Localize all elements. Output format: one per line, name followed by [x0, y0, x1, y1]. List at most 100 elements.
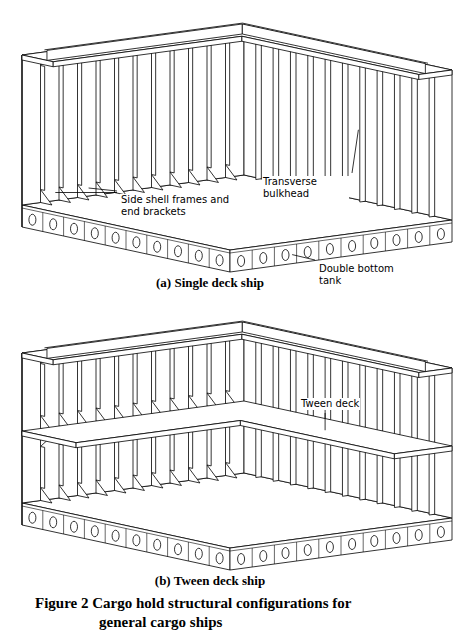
- leader-lines: [55, 130, 358, 431]
- side-frame: [59, 361, 63, 414]
- floor-plate: [296, 244, 297, 263]
- side-frame: [152, 51, 156, 176]
- side-frame: [59, 444, 63, 486]
- lightening-hole: [71, 223, 78, 234]
- floor-plate: [167, 240, 168, 259]
- end-bracket: [170, 470, 181, 485]
- leader-line: [325, 413, 326, 430]
- side-frame: [41, 66, 45, 191]
- bulkhead-stiffener: [308, 40, 314, 191]
- end-bracket: [41, 488, 52, 503]
- hatch-coaming: [242, 322, 425, 372]
- side-frame: [41, 447, 45, 489]
- side-frame: [170, 48, 174, 173]
- bulkhead-stiffener: [325, 44, 331, 195]
- end-bracket: [226, 165, 237, 180]
- lightening-hole: [195, 548, 202, 559]
- floor-plate: [126, 231, 127, 250]
- lightening-hole: [216, 553, 223, 564]
- lightening-hole: [154, 539, 161, 550]
- end-bracket: [152, 473, 163, 488]
- side-frame: [78, 61, 82, 186]
- lightening-hole: [326, 542, 333, 553]
- leader-line: [292, 255, 315, 260]
- lightening-hole: [371, 536, 378, 547]
- leader-line: [89, 188, 117, 191]
- lightening-hole: [71, 521, 78, 532]
- side-frame: [207, 43, 211, 168]
- deck-edge: [76, 421, 240, 448]
- lightening-hole: [238, 554, 245, 565]
- lightening-hole: [216, 255, 223, 266]
- deck-plate: [22, 401, 452, 454]
- end-bracket: [152, 175, 163, 190]
- end-bracket: [115, 478, 126, 493]
- part-label: Side shell frames and end brackets: [120, 194, 232, 218]
- floor-plate: [146, 235, 147, 254]
- side-frame: [189, 344, 193, 397]
- lightening-hole: [112, 530, 119, 541]
- floor-plate: [105, 226, 106, 245]
- side-frame: [78, 359, 82, 412]
- lightening-hole: [50, 219, 57, 230]
- deck-edge: [22, 431, 76, 448]
- side-frame: [41, 364, 45, 417]
- tank-top-plate: [22, 208, 452, 253]
- floor-plate: [63, 217, 64, 236]
- floor-plate: [407, 527, 408, 546]
- leader-line: [352, 130, 358, 173]
- end-bracket: [59, 485, 70, 500]
- side-frame: [226, 339, 230, 392]
- part-label: Tween deck: [300, 398, 360, 410]
- bulkhead-stiffener: [290, 36, 296, 187]
- part-label: Double bottom tank: [318, 263, 410, 287]
- end-bracket: [207, 167, 218, 182]
- lightening-hole: [282, 250, 289, 261]
- bulkhead-stiffener: [429, 66, 435, 217]
- leader-line: [55, 192, 117, 193]
- lightening-hole: [349, 539, 356, 550]
- end-bracket: [41, 190, 52, 205]
- floor-plate: [105, 524, 106, 543]
- lightening-hole: [91, 526, 98, 537]
- floor-plate: [318, 539, 319, 558]
- tank-top-plate: [22, 506, 452, 551]
- floor-plate: [167, 538, 168, 557]
- floor-plate: [274, 545, 275, 564]
- floor-plate: [385, 232, 386, 251]
- lightening-hole: [260, 551, 267, 562]
- floor-plate: [252, 250, 253, 269]
- bulkhead-stiffener: [394, 59, 400, 210]
- lightening-hole: [415, 232, 422, 243]
- deck-plate: [22, 25, 452, 75]
- deck-plate: [22, 323, 452, 373]
- side-frame: [96, 58, 100, 183]
- floor-plate: [188, 244, 189, 263]
- floor-plate: [209, 249, 210, 268]
- side-frame: [96, 356, 100, 409]
- end-bracket: [133, 475, 144, 490]
- end-bracket: [189, 468, 200, 483]
- end-bracket: [78, 483, 89, 498]
- lightening-hole: [112, 232, 119, 243]
- end-bracket: [189, 170, 200, 185]
- part-label: Transverse bulkhead: [262, 176, 349, 200]
- lightening-hole: [29, 214, 36, 225]
- floor-plate: [146, 533, 147, 552]
- lightening-hole: [437, 527, 444, 538]
- coaming-top: [44, 321, 428, 361]
- lightening-hole: [133, 535, 140, 546]
- side-frame: [59, 63, 63, 188]
- floor-plate: [84, 520, 85, 539]
- lightening-hole: [437, 229, 444, 240]
- floor-plate: [318, 241, 319, 260]
- side-frame: [226, 41, 230, 166]
- lightening-hole: [238, 256, 245, 267]
- figure-caption: Figure 2 Cargo hold structural configura…: [35, 594, 379, 632]
- floor-plate: [126, 529, 127, 548]
- floor-plate: [188, 542, 189, 561]
- floor-plate: [84, 222, 85, 241]
- lightening-hole: [154, 241, 161, 252]
- floor-plate: [42, 213, 43, 232]
